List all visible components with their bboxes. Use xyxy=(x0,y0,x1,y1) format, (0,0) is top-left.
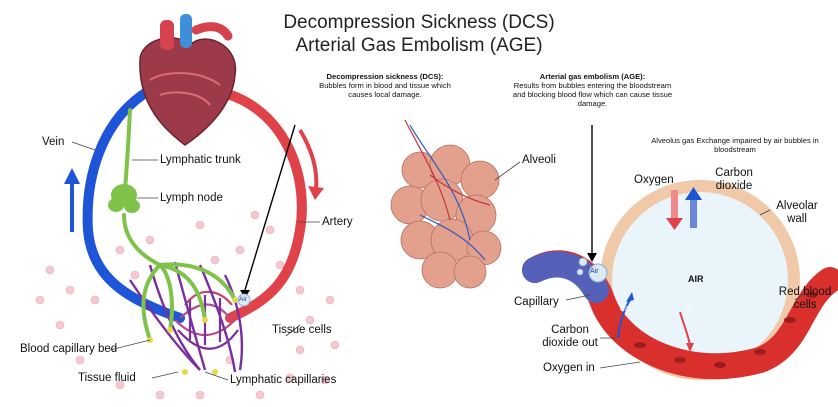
label-blood-capillary-bed: Blood capillary bed xyxy=(20,343,117,355)
label-lymphatic-capillaries: Lymphatic capillaries xyxy=(230,374,336,386)
label-alveolar-wall: Alveolar wall xyxy=(772,200,822,226)
label-oxygen: Oxygen xyxy=(634,174,674,186)
label-tissue-fluid: Tissue fluid xyxy=(78,372,136,384)
vein-direction-arrow xyxy=(64,168,80,232)
lymph-node-shape xyxy=(108,184,140,213)
dcs-heading: Decompression sickness (DCS): xyxy=(327,72,444,81)
small-bubble-1 xyxy=(579,258,587,266)
age-callout: Arterial gas embolism (AGE): Results fro… xyxy=(500,72,685,108)
label-co2: CO₂ xyxy=(620,306,633,313)
label-carbon-dioxide-out: Carbon dioxide out xyxy=(538,324,602,350)
label-vein: Vein xyxy=(42,136,64,148)
label-capillary: Capillary xyxy=(514,296,559,308)
label-o2: O₂ xyxy=(686,306,694,313)
heart-illustration xyxy=(140,14,236,145)
label-lymph-node: Lymph node xyxy=(160,192,223,204)
label-air-bubble-capillary: Air xyxy=(590,268,599,275)
label-tissue-cells: Tissue cells xyxy=(272,324,332,336)
alveoli-leader xyxy=(495,162,520,180)
capillary-venous-end xyxy=(535,265,596,290)
age-text: Results from bubbles entering the bloods… xyxy=(510,81,675,108)
label-alveoli: Alveoli xyxy=(522,154,556,166)
alveoli-cluster xyxy=(391,145,501,288)
dcs-text: Bubbles form in blood and tissue which c… xyxy=(310,81,460,99)
dcs-callout: Decompression sickness (DCS): Bubbles fo… xyxy=(280,72,490,99)
alveolus-note: Alveolus gas Exchange impaired by air bu… xyxy=(640,136,830,154)
age-heading: Arterial gas embolism (AGE): xyxy=(540,72,646,81)
label-artery: Artery xyxy=(322,216,353,228)
label-lymphatic-trunk: Lymphatic trunk xyxy=(160,154,241,166)
small-bubble-2 xyxy=(577,269,583,275)
label-carbon-dioxide: Carbon dioxide xyxy=(708,167,760,193)
label-oxygen-in: Oxygen in xyxy=(543,362,595,374)
label-air-bubble-artery: Air xyxy=(239,296,247,303)
label-red-blood-cells: Red blood cells xyxy=(778,286,832,312)
label-air-space: AIR xyxy=(688,274,704,284)
